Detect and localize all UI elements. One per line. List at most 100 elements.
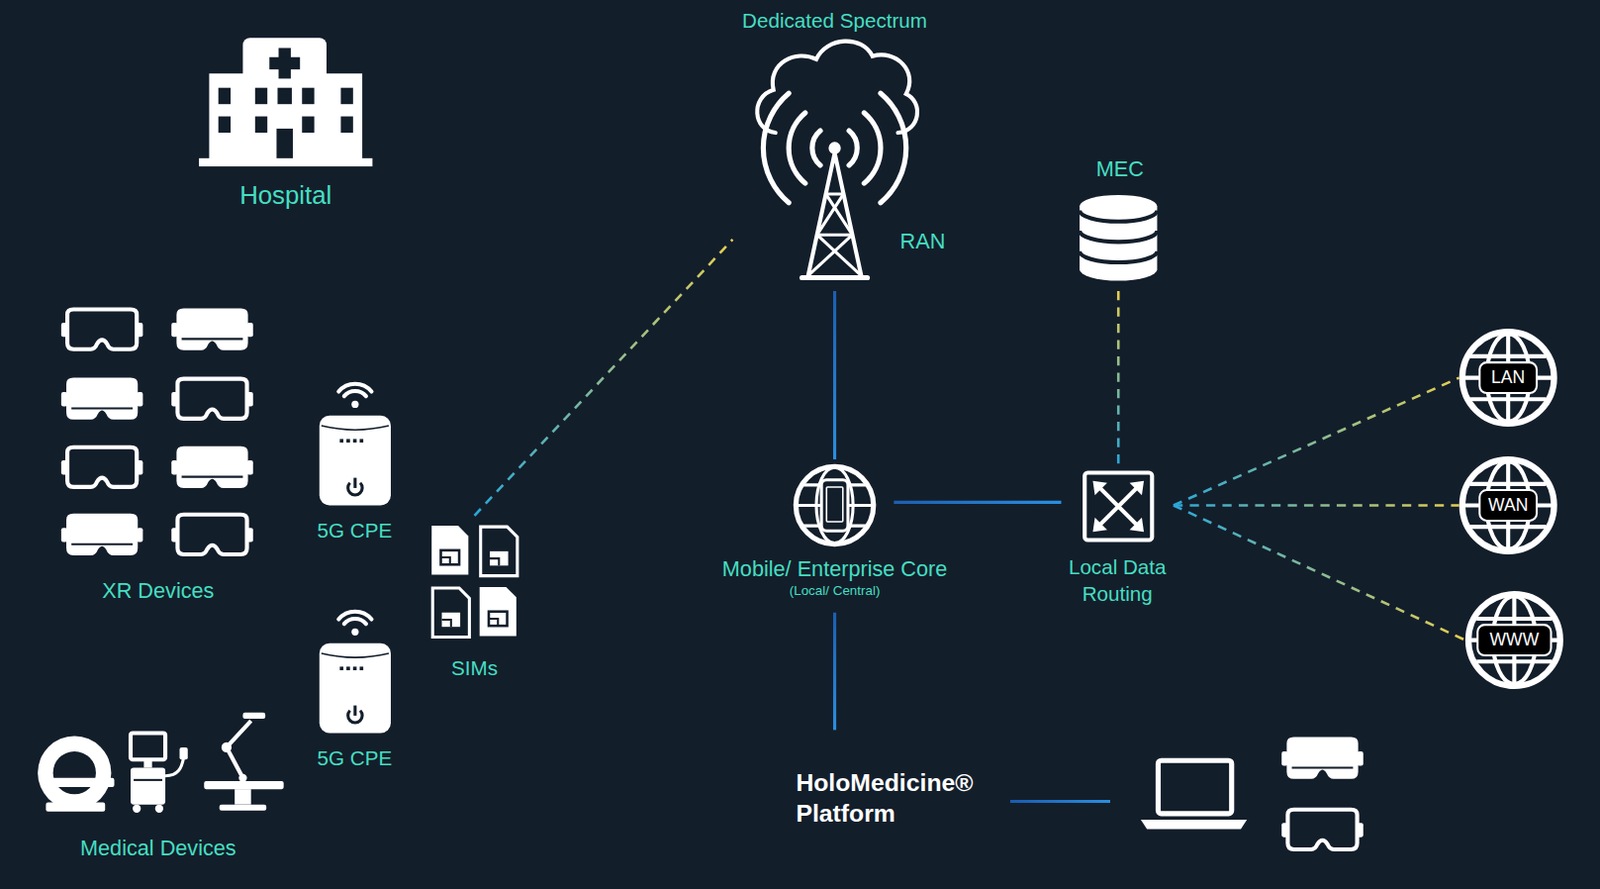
medical-devices-icon — [238, 773, 247, 782]
medical-devices-icon — [133, 778, 163, 781]
mec-database-icon — [1079, 209, 1157, 221]
dashed-connector — [1173, 503, 1460, 507]
ran-tower-icon — [762, 93, 789, 203]
solid-connector — [833, 290, 837, 460]
core-globe-icon — [821, 479, 848, 532]
node-label: RAN — [900, 227, 972, 254]
hospital-icon — [340, 116, 353, 134]
dashed-connector — [1173, 505, 1466, 641]
hospital-icon — [208, 73, 363, 166]
core-globe-icon — [816, 467, 853, 543]
holomedicine-clients — [1010, 799, 1111, 803]
diagram-node: Mobile/ Enterprise Core(Local/ Central) — [775, 459, 895, 613]
node-label: WAN — [1459, 492, 1558, 518]
xr-headsets — [61, 308, 144, 349]
medical-devices-icon — [130, 767, 166, 805]
node-label: MEC — [1071, 156, 1169, 183]
medical-devices-icon — [165, 756, 185, 776]
solid-connector — [893, 500, 1061, 504]
mec-database-icon — [1079, 230, 1157, 242]
node-label: Mobile/ Enterprise Core — [704, 555, 966, 581]
medical-devices-icon — [132, 804, 141, 813]
xr-headsets — [61, 378, 144, 419]
routing-switch-icon — [1092, 480, 1107, 495]
routing-switch-icon — [1098, 485, 1139, 527]
core-globe-icon — [795, 466, 873, 544]
core-globe-icon — [826, 486, 844, 522]
medical-devices-icon — [221, 742, 232, 753]
mec-database-icon — [1079, 251, 1157, 263]
xr-headsets — [171, 447, 254, 487]
hospital-icon — [198, 158, 373, 167]
medical-devices-icon — [53, 751, 96, 794]
medical-devices-icon — [155, 804, 164, 813]
hospital-icon — [278, 88, 292, 105]
ran-tower-icon — [812, 130, 821, 166]
hospital-icon — [218, 88, 231, 105]
node-label: HoloMedicine® Platform — [795, 767, 1000, 830]
ran-tower-icon — [756, 41, 918, 133]
node-label: XR Devices — [56, 577, 261, 604]
diagram-node: LAN — [1459, 328, 1558, 427]
diagram-node: SIMs — [423, 515, 526, 684]
holomedicine-clients — [1140, 819, 1247, 829]
medical-devices-icon — [130, 732, 166, 759]
xr-headsets — [61, 514, 144, 555]
node-label: Dedicated Spectrum — [712, 7, 958, 33]
routing-switch-icon — [1092, 517, 1107, 532]
node-label: WWW — [1465, 627, 1564, 653]
hospital-icon — [301, 116, 314, 134]
routing-switch-icon — [1129, 517, 1144, 532]
routing-switch-icon — [1084, 471, 1152, 540]
medical-devices-icon — [37, 736, 111, 810]
medical-devices-icon — [40, 777, 114, 787]
ran-tower-icon — [802, 275, 868, 281]
routing-switch-icon — [1098, 485, 1139, 527]
holomedicine-clients — [1157, 759, 1231, 814]
dashed-connector — [1173, 377, 1460, 506]
hospital-icon — [301, 88, 314, 105]
ran-tower-icon — [863, 112, 881, 184]
node-label: Medical Devices — [30, 835, 286, 861]
sim-cards — [431, 525, 518, 637]
ran-tower-icon — [848, 130, 857, 166]
cpe-routers — [319, 383, 391, 734]
cpe-routers — [319, 383, 391, 506]
diagram-node: WWW — [1465, 590, 1564, 689]
node-label: LAN — [1459, 365, 1558, 390]
ran-tower-icon — [880, 93, 907, 203]
hospital-icon — [198, 37, 373, 167]
medical-devices-icon — [242, 712, 266, 719]
xr-headsets — [171, 514, 254, 555]
hospital-icon — [255, 116, 268, 134]
routing-switch-icon — [1129, 480, 1144, 495]
hospital-icon — [340, 88, 353, 105]
diagram-node: Dedicated SpectrumRAN — [732, 4, 957, 291]
ran-tower-icon — [808, 153, 862, 277]
medical-devices-icon — [203, 780, 283, 789]
holomedicine-clients — [1010, 738, 1364, 849]
node-label: 5G CPE — [295, 746, 414, 771]
diagram-node: 5G CPE — [305, 605, 403, 774]
medical-devices-icon — [234, 788, 252, 804]
cpe-routers — [319, 611, 391, 734]
medical-devices-icon — [143, 758, 152, 767]
hospital-icon — [269, 57, 300, 70]
diagram-node: WAN — [1459, 456, 1558, 555]
diagram-node: MEC — [1071, 153, 1169, 291]
ran-tower-icon — [756, 41, 918, 279]
xr-headsets — [171, 378, 254, 419]
diagram-node: 5G CPE — [305, 377, 403, 547]
routing-switch-icon — [1084, 471, 1152, 540]
ran-tower-icon — [808, 193, 862, 277]
mec-database-icon — [1079, 194, 1157, 282]
node-label: (Local/ Central) — [704, 582, 966, 600]
hospital-icon — [255, 88, 268, 105]
solid-connector — [833, 612, 837, 731]
diagram-node: Medical Devices — [30, 709, 291, 863]
hospital-icon — [276, 128, 293, 159]
